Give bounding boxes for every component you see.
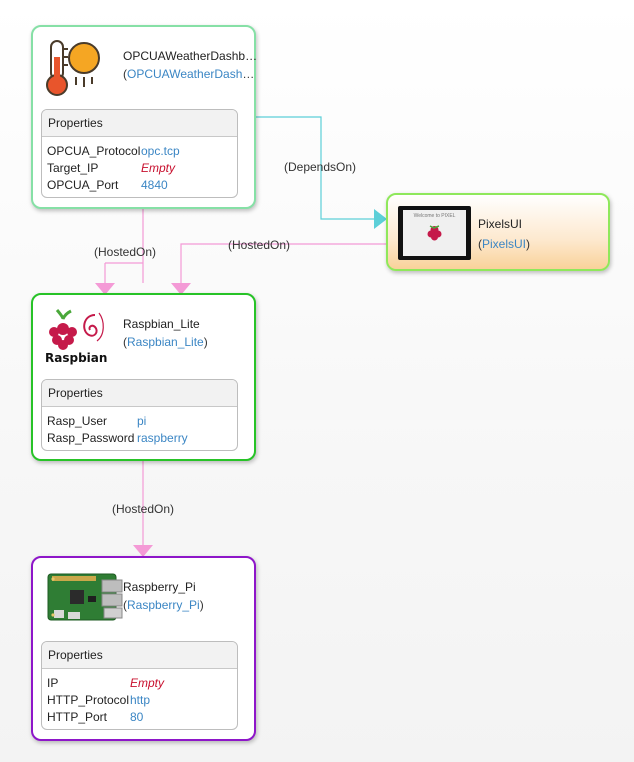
property-row: Rasp_Password raspberry bbox=[47, 429, 188, 446]
node-type-link[interactable]: Raspberry_Pi bbox=[127, 598, 200, 612]
properties-panel: Properties Rasp_User pi Rasp_Password ra… bbox=[41, 379, 238, 451]
property-row: OPCUA_Port 4840 bbox=[47, 176, 180, 193]
raspbian-logo-icon: Raspbian bbox=[43, 305, 111, 367]
property-value-empty[interactable]: Empty bbox=[141, 160, 176, 175]
property-key: HTTP_Protocol bbox=[47, 692, 130, 707]
property-key: Rasp_User bbox=[47, 413, 108, 428]
circuit-board-icon bbox=[46, 572, 124, 624]
property-row: HTTP_Protocol http bbox=[47, 691, 164, 708]
node-type-link[interactable]: OPCUAWeatherDashboard bbox=[127, 67, 258, 81]
hosted-on-label: (HostedOn) bbox=[112, 502, 175, 516]
property-key: Target_IP bbox=[47, 160, 99, 175]
property-value[interactable]: 80 bbox=[130, 709, 144, 724]
node-type: (Raspberry_Pi) bbox=[123, 598, 204, 612]
property-row: Rasp_User pi bbox=[47, 412, 188, 429]
hosted-on-edge-pixelsui[interactable] bbox=[180, 243, 387, 283]
properties-header[interactable]: Properties bbox=[42, 380, 237, 407]
property-key: IP bbox=[47, 675, 59, 690]
hosted-on-arrowhead-pixelsui bbox=[171, 283, 191, 295]
screen-caption: Welcome to PIXEL bbox=[413, 213, 456, 219]
desktop-screen-icon: Welcome to PIXEL bbox=[398, 206, 471, 260]
property-row: HTTP_Port 80 bbox=[47, 708, 164, 725]
property-row: OPCUA_Protocol opc.tcp bbox=[47, 142, 180, 159]
properties-table: OPCUA_Protocol opc.tcp Target_IP Empty O… bbox=[47, 142, 180, 193]
node-type-link[interactable]: Raspbian_Lite bbox=[127, 335, 204, 349]
node-type: (OPCUAWeatherDashboard) bbox=[123, 67, 258, 81]
node-raspbian-lite[interactable]: Raspbian Raspbian_Lite (Raspbian_Lite) P… bbox=[31, 293, 256, 461]
property-value[interactable]: http bbox=[130, 692, 151, 707]
property-key: Rasp_Password bbox=[47, 430, 135, 445]
property-value-empty[interactable]: Empty bbox=[130, 675, 165, 690]
hosted-on-arrowhead-raspbian bbox=[133, 545, 153, 557]
property-key: OPCUA_Protocol bbox=[47, 143, 141, 158]
property-key: OPCUA_Port bbox=[47, 177, 119, 192]
property-row: IP Empty bbox=[47, 674, 164, 691]
node-type: (Raspbian_Lite) bbox=[123, 335, 208, 349]
properties-header[interactable]: Properties bbox=[42, 110, 237, 137]
hosted-on-label: (HostedOn) bbox=[228, 238, 291, 252]
properties-header[interactable]: Properties bbox=[42, 642, 237, 669]
node-raspberry-pi[interactable]: Raspberry_Pi (Raspberry_Pi) Properties I… bbox=[31, 556, 256, 741]
hosted-on-label: (HostedOn) bbox=[94, 245, 157, 259]
property-key: HTTP_Port bbox=[47, 709, 108, 724]
property-row: Target_IP Empty bbox=[47, 159, 180, 176]
properties-table: Rasp_User pi Rasp_Password raspberry bbox=[47, 412, 188, 446]
node-title: Raspberry_Pi bbox=[123, 580, 196, 594]
node-title: OPCUAWeatherDashboard bbox=[123, 49, 258, 63]
node-opcua-weather-dashboard[interactable]: OPCUAWeatherDashboard (OPCUAWeatherDashb… bbox=[31, 25, 258, 209]
node-pixelsui[interactable]: Welcome to PIXEL PixelsUI (PixelsUI) bbox=[386, 193, 610, 271]
property-value[interactable]: opc.tcp bbox=[141, 143, 180, 158]
depends-on-arrowhead bbox=[374, 209, 387, 229]
thermometer-sun-icon bbox=[43, 37, 105, 99]
properties-panel: Properties OPCUA_Protocol opc.tcp Target… bbox=[41, 109, 238, 198]
property-value[interactable]: pi bbox=[137, 413, 147, 428]
node-type: (PixelsUI) bbox=[478, 237, 531, 251]
property-value[interactable]: 4840 bbox=[141, 177, 168, 192]
depends-on-label: (DependsOn) bbox=[284, 160, 357, 174]
raspbian-logo-text: Raspbian bbox=[45, 351, 108, 365]
node-title: PixelsUI bbox=[478, 217, 523, 231]
properties-panel: Properties IP Empty HTTP_Protocol http H… bbox=[41, 641, 238, 730]
properties-table: IP Empty HTTP_Protocol http HTTP_Port 80 bbox=[47, 674, 164, 725]
hosted-on-arrowhead-opcua bbox=[95, 283, 115, 295]
node-type-link[interactable]: PixelsUI bbox=[482, 237, 527, 251]
property-value[interactable]: raspberry bbox=[137, 430, 188, 445]
depends-on-edge[interactable] bbox=[255, 116, 374, 220]
node-title: Raspbian_Lite bbox=[123, 317, 200, 331]
